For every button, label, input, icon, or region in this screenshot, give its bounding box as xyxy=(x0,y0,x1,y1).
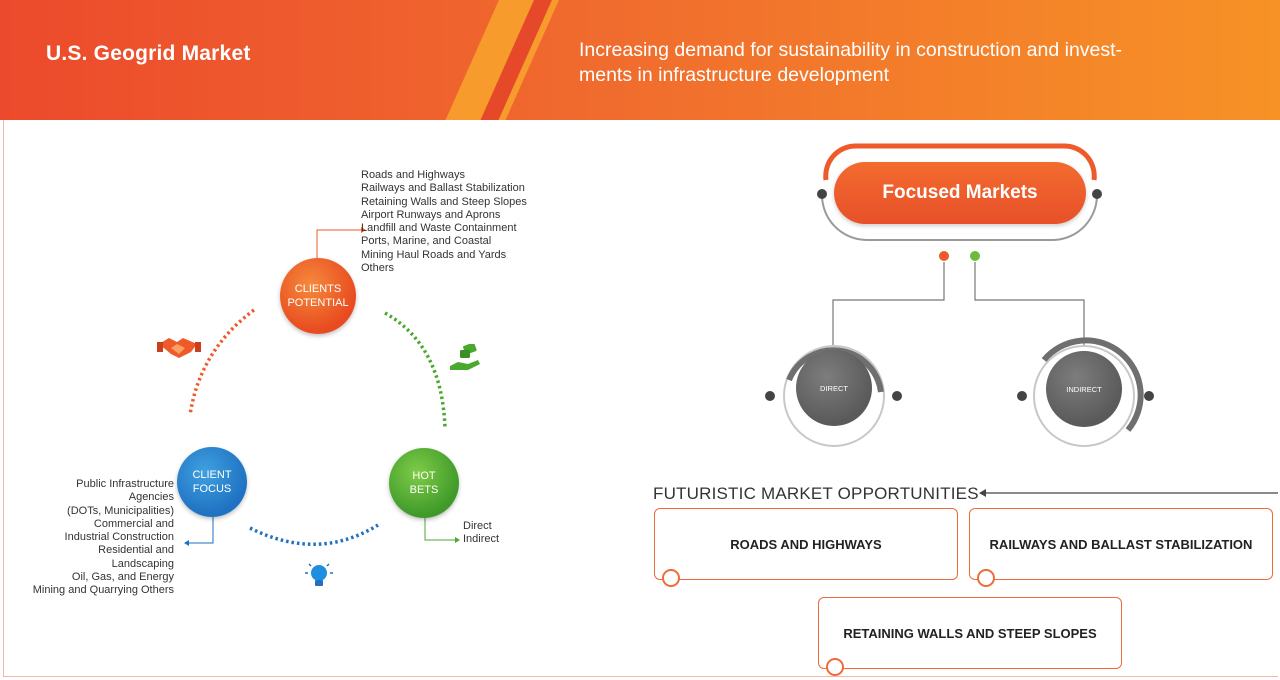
list-item: Indirect xyxy=(463,533,500,546)
list-item: Landfill and Waste Containment xyxy=(361,222,517,235)
card-corner-dot xyxy=(977,569,995,587)
hot-bets-list: Direct Indirect xyxy=(463,520,499,547)
clients-potential-node: CLIENTS POTENTIAL xyxy=(280,258,356,334)
node-label: CLIENTS xyxy=(294,283,342,295)
node-label: CLIENT xyxy=(192,469,232,481)
opportunities-title: FUTURISTIC MARKET OPPORTUNITIES xyxy=(653,484,979,503)
content-frame xyxy=(3,120,1278,677)
node-label: FOCUS xyxy=(192,483,232,495)
clients-potential-list: Roads and Highways Railways and Ballast … xyxy=(361,169,527,275)
opportunity-card: RAILWAYS AND BALLAST STABILIZATION xyxy=(969,508,1273,580)
direct-node: DIRECT xyxy=(796,350,872,426)
opportunity-label: ROADS AND HIGHWAYS xyxy=(730,536,882,552)
page-tagline: Increasing demand for sustainability in … xyxy=(579,38,1239,88)
node-label: HOT xyxy=(412,470,436,482)
list-item: Residential and xyxy=(98,544,174,557)
page-title: U.S. Geogrid Market xyxy=(46,42,251,65)
list-item: Railways and Ballast Stabilization xyxy=(361,182,525,195)
hand-money-icon xyxy=(450,344,480,370)
opportunity-label: RETAINING WALLS AND STEEP SLOPES xyxy=(843,625,1097,641)
client-focus-node: CLIENT FOCUS xyxy=(177,447,247,517)
tagline-line: ments in infrastructure development xyxy=(579,64,889,86)
list-item: Mining Haul Roads and Yards xyxy=(361,248,507,261)
handshake-icon xyxy=(157,338,201,358)
list-item: Airport Runways and Aprons xyxy=(361,208,501,221)
list-item: Direct xyxy=(463,520,492,532)
node-label: BETS xyxy=(409,484,439,496)
card-corner-dot xyxy=(662,569,680,587)
list-item: Roads and Highways xyxy=(361,169,465,181)
list-item: Commercial and xyxy=(93,517,174,530)
focused-markets-pill: Focused Markets xyxy=(834,162,1086,224)
list-item: Public Infrastructure xyxy=(76,478,174,490)
client-focus-list: Public Infrastructure Agencies (DOTs, Mu… xyxy=(12,478,174,598)
list-item: Ports, Marine, and Coastal xyxy=(361,235,492,248)
card-corner-dot xyxy=(826,658,844,676)
tagline-line: Increasing demand for sustainability in … xyxy=(579,39,1123,61)
opportunity-card: ROADS AND HIGHWAYS xyxy=(654,508,958,580)
list-item: Agencies xyxy=(128,491,174,504)
opportunity-label: RAILWAYS AND BALLAST STABILIZATION xyxy=(989,536,1253,552)
list-item: Others xyxy=(361,262,395,275)
header-banner: U.S. Geogrid Market Increasing demand fo… xyxy=(0,0,1280,120)
list-item: Mining and Quarrying Others xyxy=(32,584,174,597)
node-label: POTENTIAL xyxy=(287,297,349,309)
list-item: Landscaping xyxy=(111,557,174,570)
opportunity-card: RETAINING WALLS AND STEEP SLOPES xyxy=(818,597,1122,669)
list-item: Industrial Construction xyxy=(64,531,174,544)
lightbulb-icon xyxy=(305,563,333,586)
hot-bets-node: HOT BETS xyxy=(389,448,459,518)
list-item: (DOTs, Municipalities) xyxy=(67,504,174,517)
indirect-node: INDIRECT xyxy=(1046,351,1122,427)
list-item: Retaining Walls and Steep Slopes xyxy=(361,195,527,208)
list-item: Oil, Gas, and Energy xyxy=(71,571,174,584)
